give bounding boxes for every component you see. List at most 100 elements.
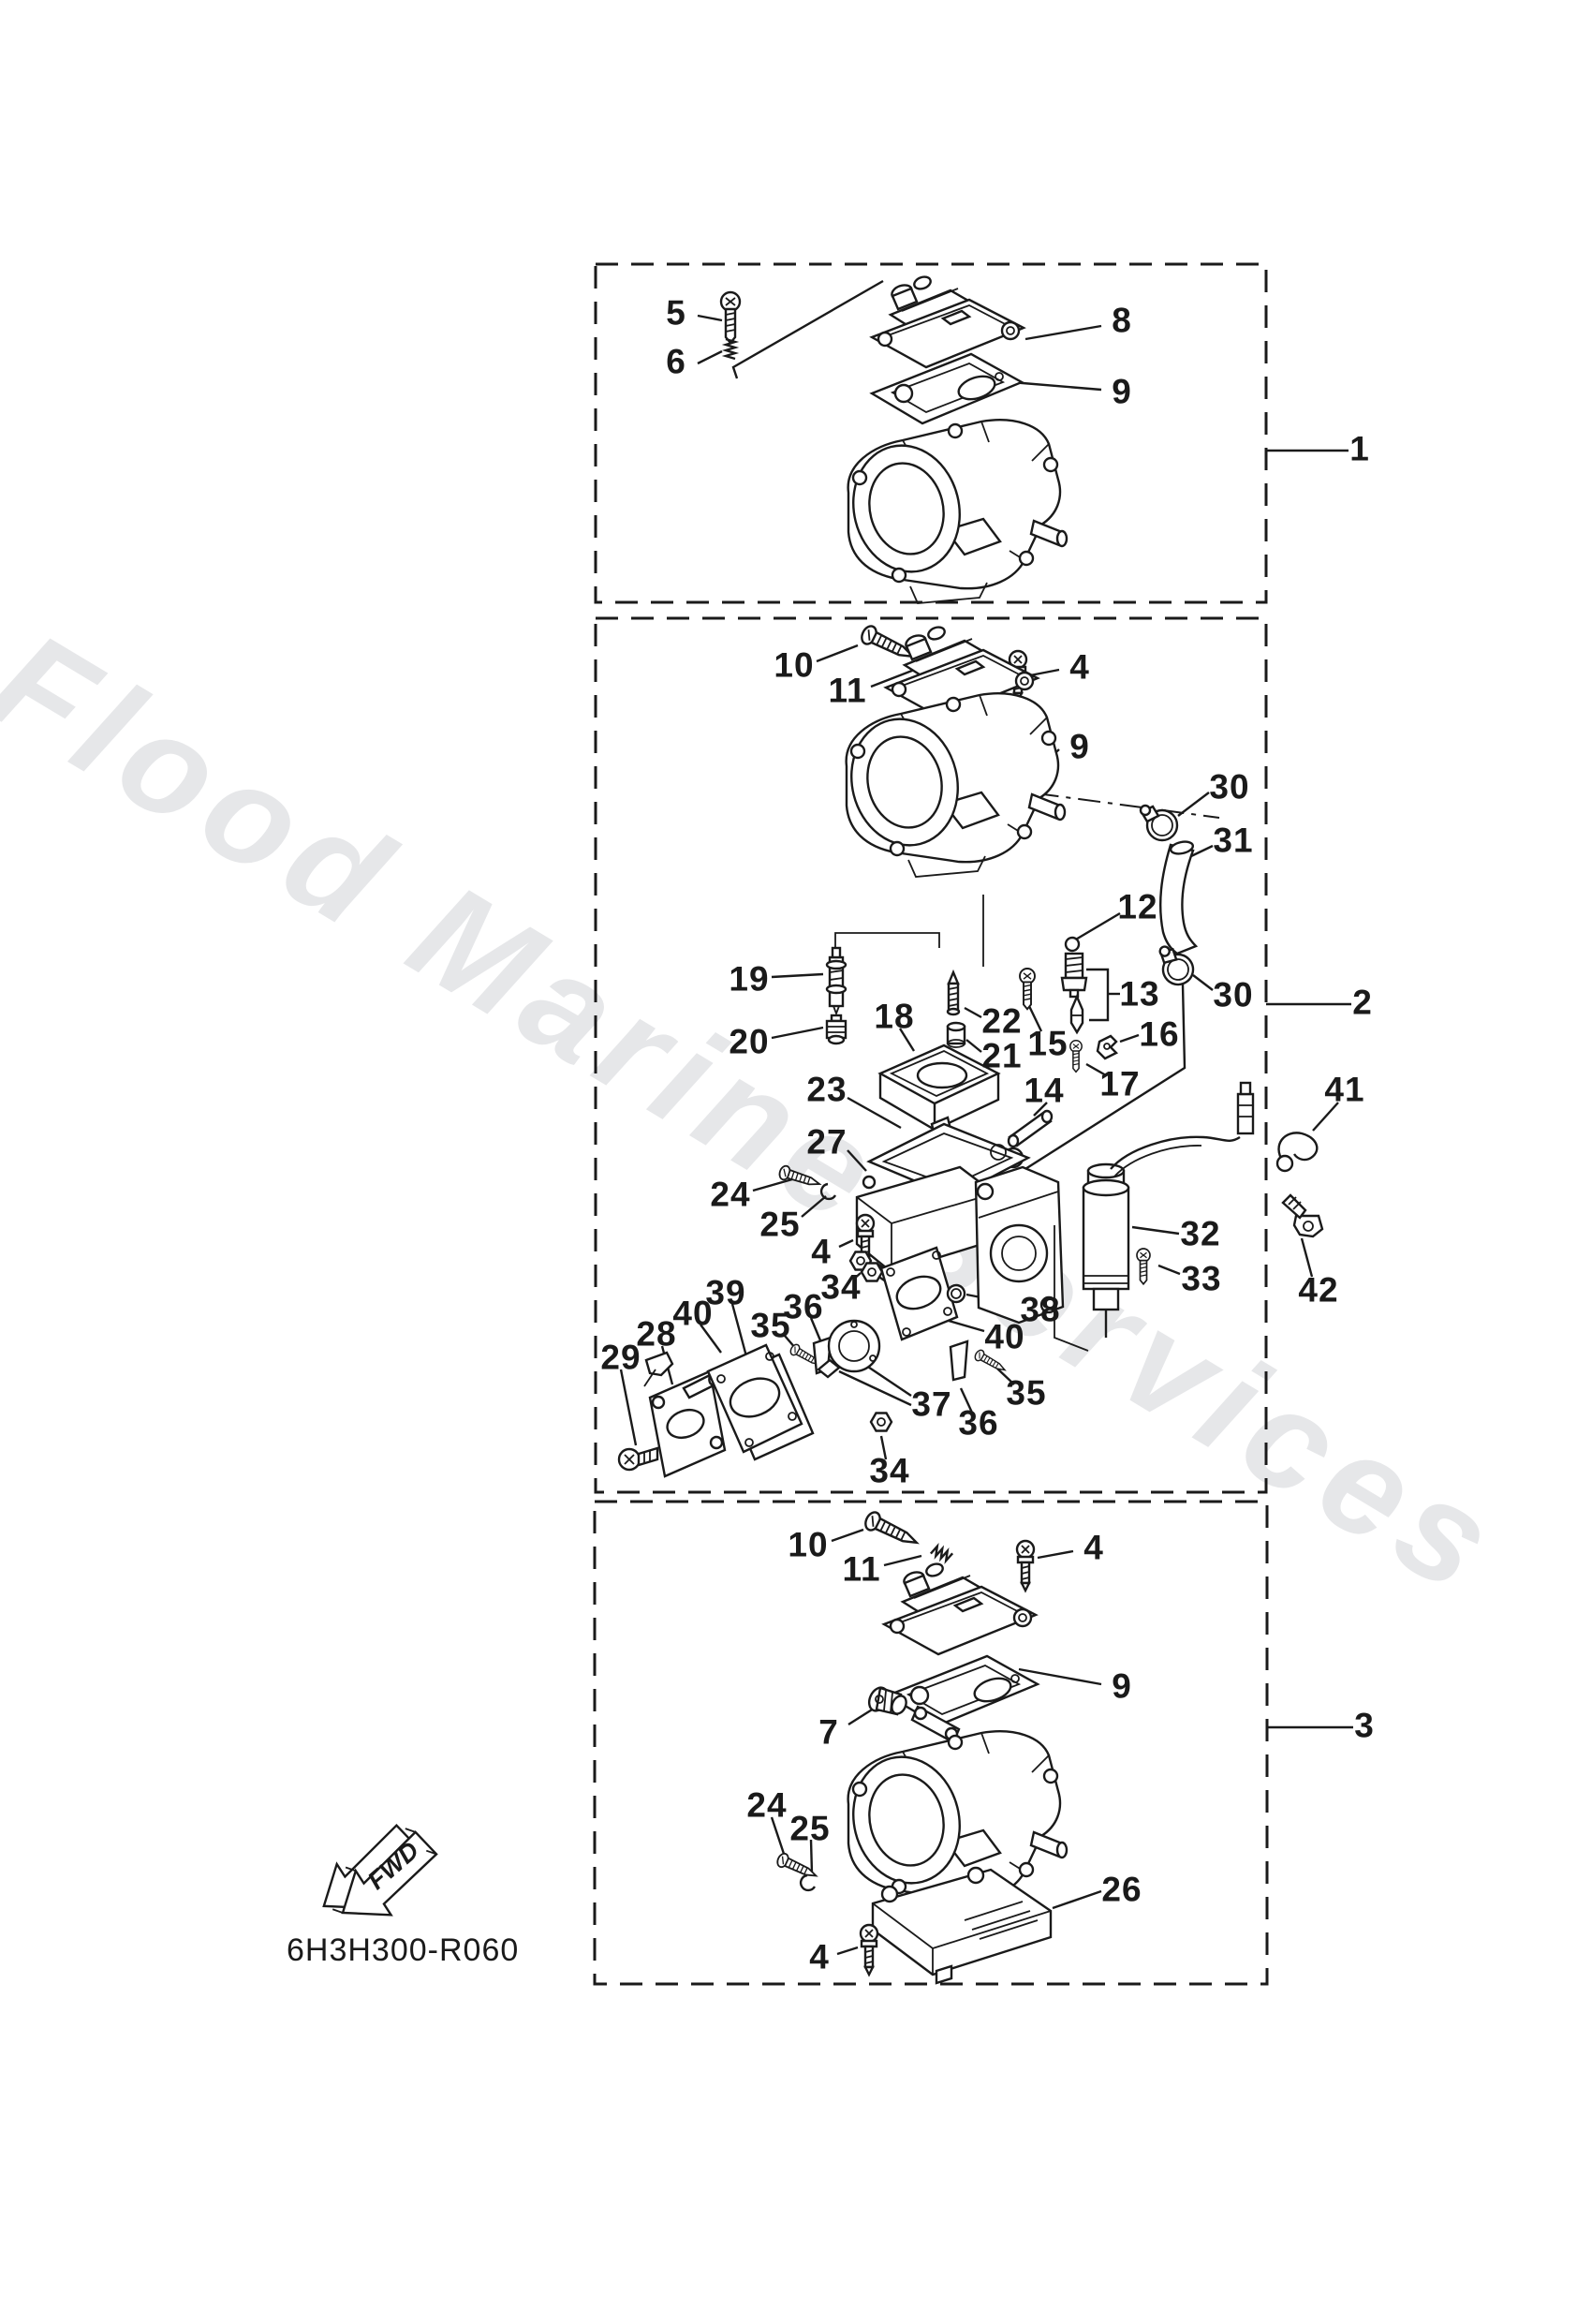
hose-31-icon (1158, 843, 1199, 955)
float-pin-14-icon (1007, 1109, 1054, 1148)
callout-label-34: 34 (869, 1451, 910, 1490)
callout-label-13: 13 (1119, 974, 1160, 1014)
callout-label-30: 30 (1213, 975, 1254, 1014)
leader-line (1073, 911, 1121, 942)
diagram-part-code: 6H3H300-R060 (287, 1932, 520, 1968)
leader-line (870, 667, 918, 688)
leader-line (898, 1028, 916, 1052)
leader-line (1190, 844, 1214, 858)
leader-line (838, 1238, 854, 1249)
callout-label-27: 27 (806, 1122, 847, 1162)
callout-label-25: 25 (789, 1809, 831, 1848)
pump-cover-37-icon (817, 1319, 881, 1379)
leader-line (847, 1149, 867, 1172)
callout-label-29: 29 (600, 1338, 641, 1377)
nozzle-7-icon (867, 1686, 907, 1716)
section-box-2 (594, 616, 1268, 1494)
diaphragm-40-icon (879, 1246, 959, 1341)
screw-17-icon (1069, 1040, 1083, 1073)
leader-line (996, 1368, 1015, 1385)
callout-label-4: 4 (1069, 647, 1090, 687)
leader-line (1017, 984, 1186, 1176)
callout-label-10: 10 (774, 645, 815, 685)
callout-label-2: 2 (1352, 983, 1373, 1022)
callout-label-20: 20 (729, 1022, 770, 1061)
callout-label-28: 28 (636, 1314, 677, 1354)
leader-line (1312, 1102, 1339, 1132)
carb-body-icon (839, 419, 1069, 605)
callout-label-32: 32 (1180, 1214, 1221, 1253)
bolt-4-icon (1015, 1539, 1036, 1592)
leader-line (771, 972, 824, 979)
leader-line (883, 1554, 922, 1567)
callout-label-30: 30 (1209, 767, 1250, 807)
callout-label-6: 6 (666, 342, 686, 381)
callout-label-4: 4 (809, 1937, 830, 1976)
callout-label-24: 24 (746, 1785, 788, 1825)
callout-label-17: 17 (1099, 1064, 1141, 1103)
leader-line (730, 1303, 748, 1357)
leader-line (809, 1839, 814, 1874)
callout-label-9: 9 (1112, 1666, 1132, 1706)
callout-label-8: 8 (1112, 301, 1132, 340)
callout-label-5: 5 (666, 293, 686, 333)
callout-label-31: 31 (1213, 821, 1254, 860)
leader-line (801, 1195, 827, 1218)
callout-label-16: 16 (1139, 1014, 1180, 1054)
leader-line (959, 1387, 974, 1414)
callout-label-34: 34 (820, 1267, 862, 1307)
float-18-icon (877, 1044, 1001, 1142)
screw-24-icon (776, 1163, 823, 1192)
carburetor-assembly-3-drawing (774, 1508, 1069, 1985)
callout-label-37: 37 (911, 1384, 952, 1424)
pump-housing-icon (974, 1165, 1065, 1325)
gasket-36-icon (949, 1340, 969, 1382)
callout-label-23: 23 (806, 1070, 847, 1109)
leader-line (831, 1528, 864, 1543)
nut-34-icon (860, 1262, 884, 1282)
callout-label-4: 4 (811, 1232, 832, 1271)
callout-label-22: 22 (981, 1001, 1023, 1041)
needle-valve-13-icon (1060, 952, 1088, 1035)
leader-line (1157, 1264, 1181, 1276)
screw-10-icon (862, 1508, 922, 1552)
leader-line (771, 1026, 824, 1040)
section-box-1 (594, 262, 1268, 604)
float-bowl-26-icon (871, 1866, 1053, 1985)
leader-line (697, 349, 723, 365)
callout-label-9: 9 (1069, 727, 1090, 766)
callout-label-7: 7 (818, 1712, 839, 1752)
callout-label-1: 1 (1349, 429, 1370, 468)
callout-label-18: 18 (874, 997, 915, 1036)
callout-label-41: 41 (1324, 1070, 1365, 1109)
callout-label-42: 42 (1298, 1270, 1339, 1310)
callout-label-10: 10 (788, 1525, 829, 1564)
callout-label-3: 3 (1354, 1706, 1375, 1745)
carb-body-icon (837, 692, 1067, 879)
leader-line (1177, 792, 1210, 817)
leader-line (1052, 1889, 1102, 1910)
leader-line (1018, 1667, 1102, 1686)
carburetor-assembly-2-drawing (617, 622, 1324, 1478)
leader-line (1029, 668, 1060, 677)
leader-line (964, 1006, 982, 1019)
leader-line (752, 1177, 793, 1192)
leader-line (770, 1816, 786, 1855)
diaphragm-39-40-icon (706, 1343, 815, 1461)
section-box-3 (593, 1500, 1269, 1986)
leader-line (619, 1369, 638, 1446)
leader-line (700, 1324, 722, 1354)
callout-label-12: 12 (1117, 887, 1158, 926)
section-boxes (593, 262, 1269, 1986)
leader-line (697, 314, 723, 322)
leader-line (1010, 380, 1102, 392)
main-jet-19-icon (825, 946, 847, 1016)
leader-line (731, 279, 884, 379)
leader-line (1037, 1549, 1074, 1560)
callout-label-9: 9 (1112, 372, 1132, 411)
leader-line (879, 1435, 888, 1460)
callout-label-11: 11 (842, 1549, 881, 1589)
callout-label-35: 35 (1006, 1373, 1047, 1413)
callout-label-40: 40 (672, 1294, 714, 1333)
